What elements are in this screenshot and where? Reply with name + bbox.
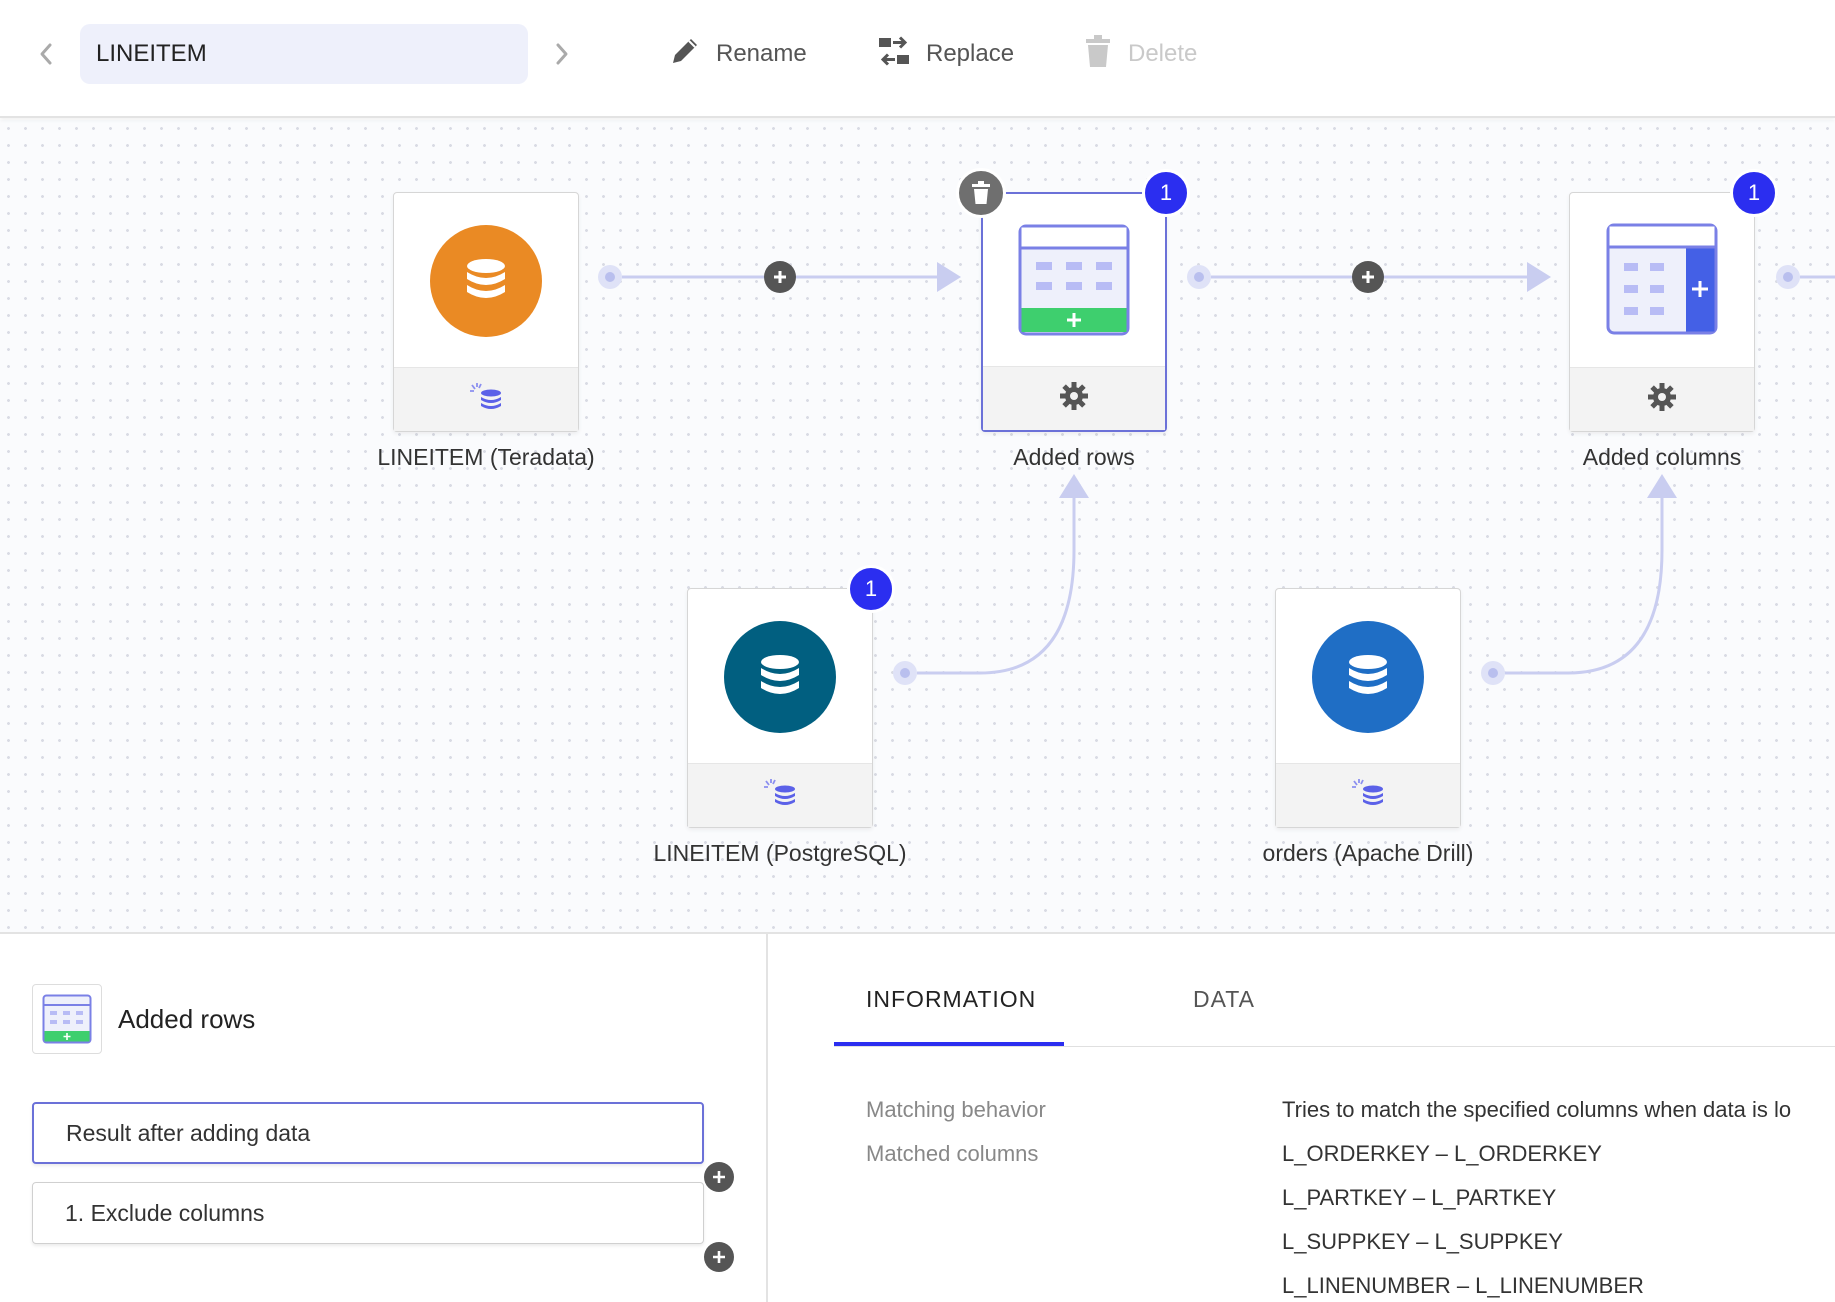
flow-canvas[interactable]: LINEITEM (Teradata) (0, 120, 1835, 932)
insert-step-button[interactable] (1352, 261, 1384, 293)
step-result[interactable]: Result after adding data (32, 1102, 704, 1164)
insert-step-button[interactable] (704, 1242, 734, 1272)
tab-information[interactable]: INFORMATION (866, 986, 1037, 1012)
plus-icon (713, 1171, 725, 1183)
node-label: Added columns (1582, 444, 1742, 470)
step-exclude-columns[interactable]: 1. Exclude columns (32, 1182, 704, 1244)
pencil-icon (668, 34, 702, 75)
matched-column: L_PARTKEY – L_PARTKEY (1282, 1185, 1557, 1210)
database-icon (430, 225, 542, 337)
steps-panel: Added rows Result after adding data 1. E… (0, 934, 768, 1302)
step-label: 1. Exclude columns (65, 1199, 265, 1226)
node-added-rows[interactable] (981, 192, 1167, 432)
panel-title: Added rows (118, 1004, 256, 1034)
insert-step-button[interactable] (764, 261, 796, 293)
trash-icon (972, 181, 990, 204)
tab-data[interactable]: DATA (1193, 986, 1255, 1012)
gear-icon[interactable] (1647, 382, 1677, 417)
details-area: Added rows Result after adding data 1. E… (0, 932, 1835, 1302)
datasource-icon (468, 381, 504, 418)
node-label: Added rows (1013, 444, 1135, 470)
add-columns-table-icon (1606, 223, 1718, 340)
matched-column: L_SUPPKEY – L_SUPPKEY (1282, 1229, 1563, 1254)
node-added-columns[interactable] (1569, 192, 1755, 432)
info-value: Tries to match the specified columns whe… (1282, 1097, 1792, 1122)
step-count-badge: 1 (847, 565, 895, 613)
node-orders-apache-drill[interactable] (1275, 588, 1461, 828)
add-rows-table-icon (1018, 224, 1130, 341)
step-label: Result after adding data (66, 1119, 311, 1146)
node-lineitem-postgresql[interactable] (687, 588, 873, 828)
forward-arrow-icon[interactable] (548, 34, 576, 74)
gear-icon[interactable] (1059, 381, 1089, 416)
database-icon (1312, 621, 1424, 733)
insert-step-button[interactable] (704, 1162, 734, 1192)
node-label: LINEITEM (Teradata) (377, 444, 595, 470)
node-lineitem-teradata[interactable] (393, 192, 579, 432)
back-arrow-icon[interactable] (32, 34, 60, 74)
step-count-badge: 1 (1142, 169, 1190, 217)
dataset-name-field[interactable]: LINEITEM (80, 24, 528, 84)
replace-button[interactable]: Replace (876, 30, 1014, 78)
datasource-icon (1350, 777, 1386, 814)
tab-divider (834, 1046, 1835, 1047)
replace-label: Replace (926, 40, 1015, 67)
matched-column: L_LINENUMBER – L_LINENUMBER (1282, 1273, 1644, 1298)
delete-label: Delete (1128, 40, 1198, 67)
info-key: Matching behavior (866, 1097, 1046, 1122)
node-label: LINEITEM (PostgreSQL) (653, 840, 907, 866)
active-tab-indicator (834, 1042, 1064, 1046)
rename-label: Rename (716, 40, 807, 67)
database-icon (724, 621, 836, 733)
delete-node-button[interactable] (956, 168, 1006, 218)
info-panel: INFORMATION DATA Matching behavior Tries… (770, 934, 1835, 1302)
plus-icon (713, 1251, 725, 1263)
add-rows-table-icon (32, 984, 102, 1054)
step-count-badge: 1 (1730, 169, 1778, 217)
delete-button[interactable]: Delete (1082, 30, 1197, 78)
node-label: orders (Apache Drill) (1262, 840, 1474, 866)
flow-connectors (598, 262, 1835, 685)
swap-icon (876, 33, 912, 76)
toolbar: LINEITEM Rename Replace (0, 0, 1835, 118)
trash-icon (1082, 34, 1114, 75)
matched-column: L_ORDERKEY – L_ORDERKEY (1282, 1141, 1602, 1166)
datasource-icon (762, 777, 798, 814)
plus-icon (774, 271, 786, 283)
rename-button[interactable]: Rename (668, 30, 807, 78)
plus-icon (1362, 271, 1374, 283)
info-key: Matched columns (866, 1141, 1039, 1166)
